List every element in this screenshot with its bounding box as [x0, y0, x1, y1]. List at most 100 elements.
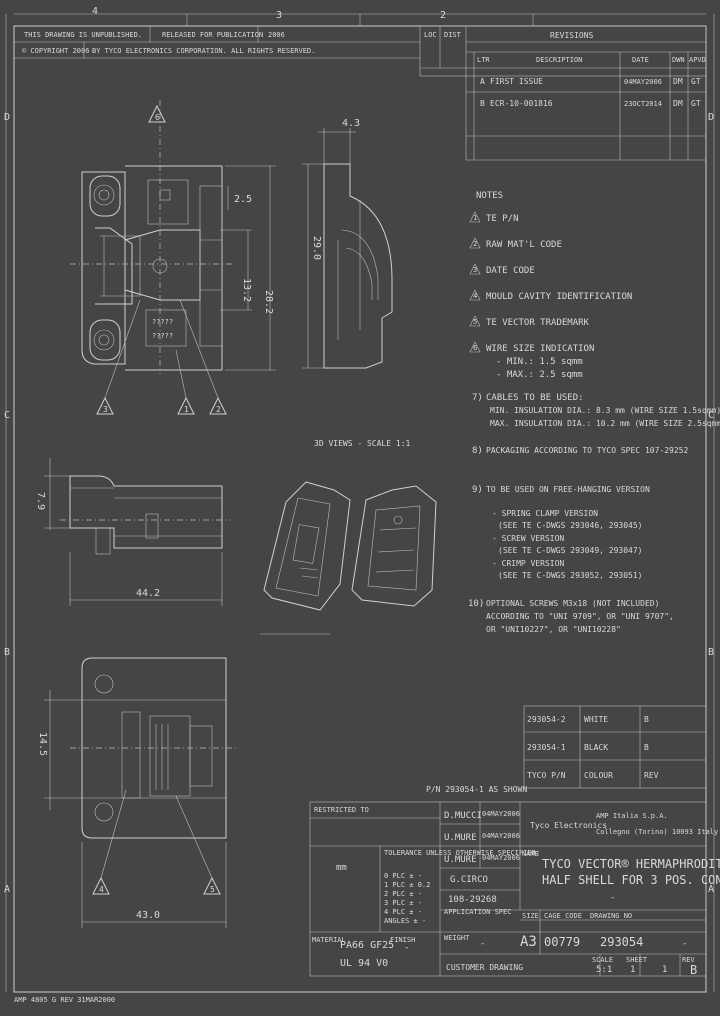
tol-row-4: 4 PLC ± -: [384, 908, 422, 916]
isometric-view-1: [260, 481, 351, 635]
part-shown-label: P/N 293054-1 AS SHOWN: [426, 785, 527, 794]
svg-text:10): 10): [468, 599, 484, 609]
rev-value: B: [690, 963, 697, 977]
variant-1-rev: B: [644, 715, 649, 724]
dim-2-5: 2.5: [234, 194, 252, 205]
weight-value: -: [480, 939, 485, 949]
zone-top-3: 3: [276, 10, 282, 21]
dwgno-value: 293054: [600, 935, 643, 949]
tol-row-1: 1 PLC ± 0.2: [384, 881, 430, 889]
dwgno-dash: -: [682, 939, 687, 949]
sheet-label: SHEET: [626, 956, 648, 964]
variant-head-pn: TYCO P/N: [527, 771, 566, 780]
note-9d: (SEE TE C-DWGS 293049, 293047): [498, 546, 643, 555]
rev-b-date: 23OCT2014: [624, 100, 662, 108]
mm-unit: mm: [336, 863, 347, 873]
marking-text: ?????: [152, 318, 173, 326]
name-label: NAME: [522, 850, 539, 858]
material-label: MATERIAL: [312, 936, 346, 944]
variant-table: 293054-2 WHITE B 293054-1 BLACK B TYCO P…: [523, 705, 707, 789]
cage-label: CAGE CODE: [544, 912, 582, 920]
dim-28-2: 28.2: [263, 290, 274, 314]
rev-col-date: DATE: [632, 56, 649, 64]
svg-text:3: 3: [473, 266, 477, 274]
callout-1: 1: [175, 349, 195, 415]
rev-b-dwn: DM: [673, 99, 683, 108]
note-8: PACKAGING ACCORDING TO TYCO SPEC 107-292…: [486, 446, 688, 455]
note-10: OPTIONAL SCREWS M3x18 (NOT INCLUDED): [486, 599, 659, 608]
part-name-line1: TYCO VECTOR® HERMAPHRODITE: [542, 857, 720, 871]
dim-14-5: 14.5: [37, 732, 48, 756]
note-6: WIRE SIZE INDICATION: [486, 344, 594, 354]
rev-col-desc: DESCRIPTION: [536, 56, 582, 64]
note-9e: - CRIMP VERSION: [492, 559, 564, 568]
zone-left-A: A: [4, 884, 10, 895]
revisions-title: REVISIONS: [550, 31, 594, 40]
zone-left-C: C: [4, 410, 10, 421]
notes-title: NOTES: [476, 191, 503, 201]
note-7a: MIN. INSULATION DIA.: 8.3 mm (WIRE SIZE …: [490, 406, 720, 415]
svg-text:5: 5: [210, 885, 215, 894]
scale-value: 5:1: [596, 965, 612, 975]
scale-label: SCALE: [592, 956, 613, 964]
rev-b-apvd: GT: [691, 99, 701, 108]
callout-4: 4: [92, 789, 127, 895]
note-10a: ACCORDING TO "UNI 9709", OR "UNI 9707",: [486, 612, 674, 621]
svg-text:1: 1: [473, 214, 477, 222]
dwn-name: D.MUCCI: [444, 811, 482, 821]
app-spec-value: 108-29268: [448, 895, 497, 905]
note-6b: - MAX.: 2.5 sqmm: [496, 370, 583, 380]
zone-top-4: 4: [92, 6, 98, 17]
note-3: DATE CODE: [486, 266, 535, 276]
tol-row-2: 2 PLC ± -: [384, 890, 422, 898]
side-view: [302, 128, 393, 369]
rev-a-apvd: GT: [691, 77, 701, 86]
svg-text:6: 6: [155, 113, 160, 122]
customer-drawing-label: CUSTOMER DRAWING: [446, 963, 523, 972]
dim-43-0: 43.0: [136, 910, 160, 921]
size-label: SIZE: [522, 912, 539, 920]
note-5: TE VECTOR TRADEMARK: [486, 318, 590, 328]
rev-b-desc: ECR-10-001816: [490, 99, 553, 108]
material-value: PA66 GF25: [340, 940, 394, 951]
apvd-name: U.MURE: [444, 855, 477, 865]
note-7: CABLES TO BE USED:: [486, 393, 584, 403]
callout-6: 6: [148, 104, 166, 123]
chk-name: U.MURE: [444, 833, 477, 843]
rev-a-desc: FIRST ISSUE: [490, 77, 543, 86]
dwgno-label: DRAWING NO: [590, 912, 632, 920]
svg-text:5: 5: [473, 318, 477, 326]
rev-col-dwn: DWN: [672, 56, 685, 64]
header-year: 2006: [268, 31, 285, 39]
svg-text:8): 8): [472, 446, 483, 456]
note-2: RAW MAT'L CODE: [486, 240, 562, 250]
tol-row-5: ANGLES ± -: [384, 917, 426, 925]
rev-label: REV: [682, 956, 695, 964]
part-name-line2: HALF SHELL FOR 3 POS. CONN.S: [542, 873, 720, 887]
note-9a: - SPRING CLAMP VERSION: [492, 509, 598, 518]
label-3d-views: 3D VIEWS - SCALE 1:1: [314, 439, 411, 448]
loc-label: LOC: [424, 31, 437, 39]
copyright-note: © COPYRIGHT 2006: [22, 47, 89, 55]
note-4: MOULD CAVITY IDENTIFICATION: [486, 292, 632, 302]
dim-13-2: 13.2: [241, 278, 252, 302]
svg-text:4: 4: [473, 292, 477, 300]
company-address: Collegno (Torino) 10093 Italy: [596, 828, 718, 836]
variant-1-colour: WHITE: [584, 715, 608, 724]
rev-a-ltr: A: [480, 77, 485, 86]
company-logo: Tyco Electronics: [530, 821, 607, 830]
isometric-view-2: [351, 485, 437, 607]
restricted-label: RESTRICTED TO: [314, 806, 369, 814]
cage-value: 00779: [544, 935, 580, 949]
dist-label: DIST: [444, 31, 462, 39]
zone-top-2: 2: [440, 10, 446, 21]
weight-label: WEIGHT: [444, 934, 470, 942]
rev-a-date: 04MAY2006: [624, 78, 662, 86]
part-name-dash: -: [610, 893, 615, 903]
svg-text:2: 2: [216, 405, 221, 414]
dim-4-3: 4.3: [342, 118, 360, 129]
variant-2-colour: BLACK: [584, 743, 608, 752]
note-7b: MAX. INSULATION DIA.: 10.2 mm (WIRE SIZE…: [490, 419, 720, 428]
